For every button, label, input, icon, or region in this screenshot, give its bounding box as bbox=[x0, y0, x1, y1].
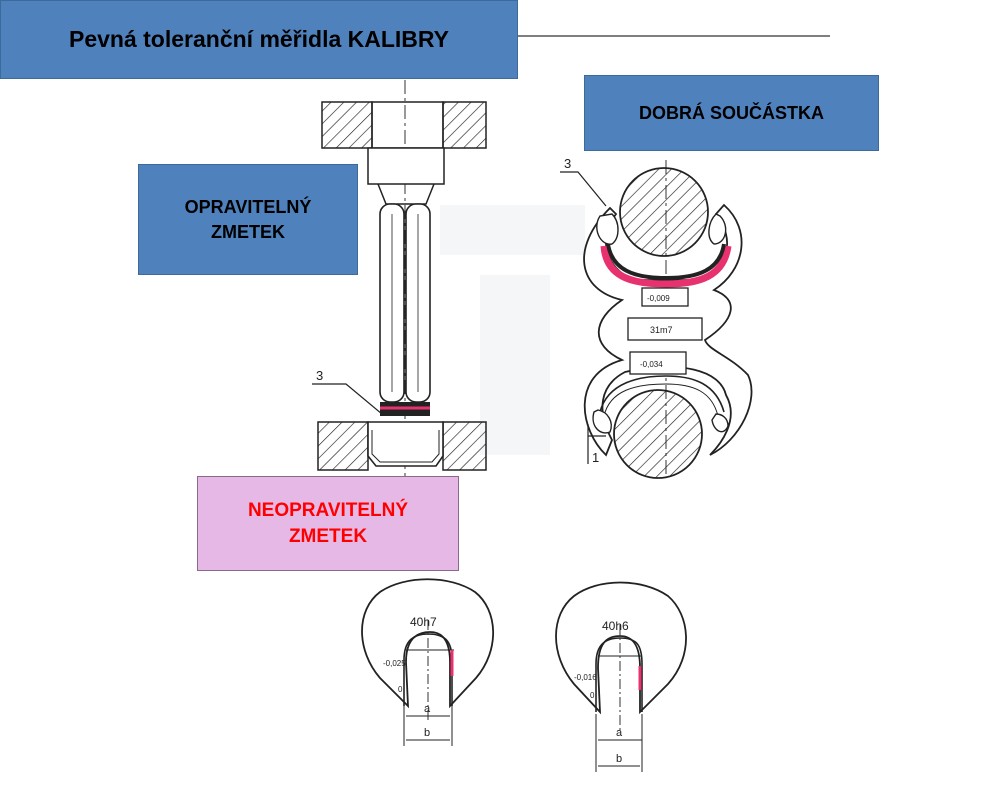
bottom-workpiece bbox=[613, 389, 703, 479]
top-jaw-lining bbox=[600, 245, 732, 288]
top-plate-bore bbox=[371, 101, 444, 149]
deviation-label: -0,025 bbox=[383, 659, 406, 668]
gauge-jaw bbox=[595, 637, 643, 712]
dim-a-label: a bbox=[616, 727, 623, 739]
page-title-text: Pevná toleranční měřidla KALIBRY bbox=[68, 25, 450, 52]
callout-1: 1 bbox=[592, 450, 599, 465]
bottom-plate-left bbox=[317, 421, 369, 471]
gauge-body bbox=[361, 578, 494, 709]
scan-shading bbox=[480, 275, 550, 455]
dim-b-label: b bbox=[424, 727, 430, 739]
zero-label: 0 bbox=[398, 685, 403, 694]
page-title: Pevná toleranční měřidla KALIBRY bbox=[0, 0, 518, 79]
top-jaw-right bbox=[708, 213, 727, 245]
plate-middle-value: 31m7 bbox=[650, 325, 673, 335]
bottom-jaw-opening bbox=[599, 375, 725, 413]
gauge-body bbox=[555, 581, 687, 715]
plate-bottom-value: -0,034 bbox=[640, 360, 663, 369]
size-label: 40h6 bbox=[602, 619, 629, 633]
bottom-jaw-left bbox=[592, 409, 612, 434]
bottom-jaw-right bbox=[711, 413, 729, 433]
repairable-scrap-label: OPRAVITELNÝ ZMETEK bbox=[138, 164, 358, 275]
irreparable-scrap-text: NEOPRAVITELNÝ ZMETEK bbox=[247, 499, 409, 547]
good-part-text: DOBRÁ SOUČÁSTKA bbox=[638, 102, 824, 123]
snap-gauge-40h7-drawing: 40h7 -0,025 0 a b bbox=[361, 578, 494, 746]
callout-3: 3 bbox=[316, 368, 323, 383]
scan-shading bbox=[440, 205, 585, 255]
plate-bottom bbox=[629, 351, 687, 375]
bottom-plate-right bbox=[442, 421, 487, 471]
zero-label: 0 bbox=[590, 691, 595, 700]
dim-a-label: a bbox=[424, 703, 431, 715]
plate-top-value: -0,009 bbox=[647, 294, 670, 303]
gauge-head bbox=[367, 147, 445, 185]
size-label: 40h7 bbox=[410, 615, 437, 629]
good-part-label: DOBRÁ SOUČÁSTKA bbox=[584, 75, 879, 151]
irreparable-scrap-label: NEOPRAVITELNÝ ZMETEK bbox=[197, 476, 459, 571]
plug-gauge-drawing: 3 bbox=[312, 80, 487, 500]
top-plate-left bbox=[321, 101, 373, 149]
repairable-scrap-text: OPRAVITELNÝ ZMETEK bbox=[184, 197, 312, 242]
double-snap-gauge-drawing: -0,009 31m7 -0,034 3 1 bbox=[560, 156, 753, 479]
top-workpiece bbox=[619, 167, 709, 257]
plate-middle bbox=[627, 317, 703, 341]
top-plate-right bbox=[442, 101, 487, 149]
snap-gauge-40h6-drawing: 40h6 -0,016 0 a b bbox=[555, 581, 687, 772]
plate-top bbox=[641, 287, 689, 307]
bottom-plug bbox=[367, 421, 444, 467]
top-jaw-left bbox=[596, 213, 619, 245]
gauge-neck bbox=[377, 183, 435, 205]
deviation-label: -0,016 bbox=[574, 673, 597, 682]
callout-3: 3 bbox=[564, 156, 571, 171]
dim-b-label: b bbox=[616, 753, 622, 765]
